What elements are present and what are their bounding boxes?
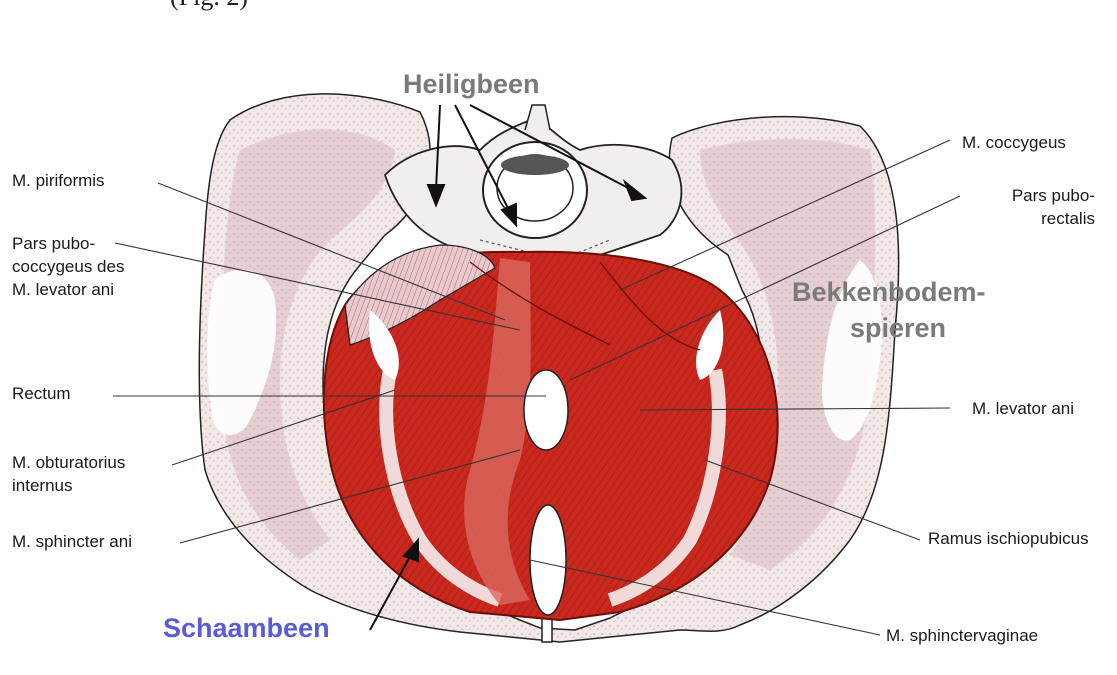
label-obturatorius-line2: internus [12, 475, 72, 497]
label-sphincter-ani: M. sphincter ani [12, 531, 132, 553]
label-coccygeus: M. coccygeus [962, 132, 1066, 154]
label-sphincter-vaginae: M. sphinctervaginae [886, 625, 1038, 647]
label-puborectalis-line2: rectalis [985, 208, 1095, 230]
label-obturatorius-line1: M. obturatorius [12, 452, 125, 474]
label-ramus-ischiopubicus: Ramus ischiopubicus [928, 528, 1089, 550]
label-pubococcygeus-line3: M. levator ani [12, 279, 114, 301]
heading-bekkenbodem-line1: Bekkenbodem- [792, 276, 986, 308]
label-rectum: Rectum [12, 383, 71, 405]
label-levator-ani: M. levator ani [972, 398, 1074, 420]
label-puborectalis-line1: Pars pubo- [985, 185, 1095, 207]
pelvic-floor-muscles [324, 245, 778, 620]
heading-schaambeen: Schaambeen [163, 612, 330, 644]
heading-heiligbeen: Heiligbeen [403, 68, 540, 100]
label-pubococcygeus-line2: coccygeus des [12, 256, 124, 278]
label-piriformis: M. piriformis [12, 170, 105, 192]
label-pubococcygeus-line1: Pars pubo- [12, 233, 95, 255]
heading-bekkenbodem-line2: spieren [850, 312, 946, 344]
